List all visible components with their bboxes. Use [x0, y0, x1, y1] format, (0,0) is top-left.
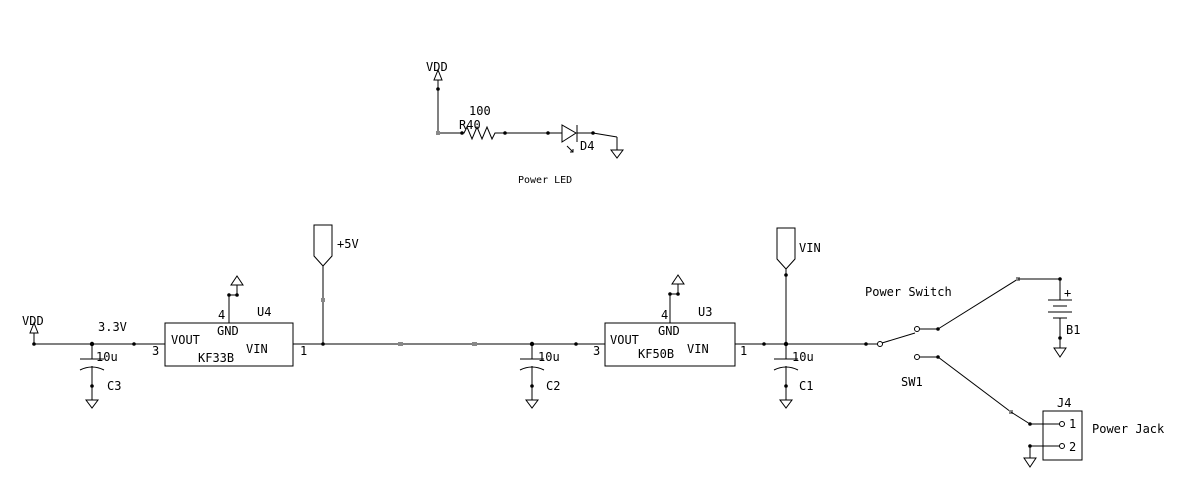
- led-d4-icon: [561, 124, 578, 153]
- vdd-arrow-icon: [433, 68, 443, 133]
- u4-part-label: KF33B: [198, 351, 234, 365]
- power-led-label: Power LED: [518, 175, 572, 186]
- u3-part-label: KF50B: [638, 347, 674, 361]
- u3-pin3-label: 3: [593, 344, 600, 358]
- capacitor-c2: [519, 341, 545, 409]
- power-jack-j4: [1023, 410, 1083, 468]
- ground-icon: [671, 274, 685, 285]
- b1-ref-label: B1: [1066, 323, 1080, 337]
- battery-b1-icon: [1048, 277, 1072, 358]
- c3-value-label: 10u: [96, 350, 118, 364]
- c1-ref-label: C1: [799, 379, 813, 393]
- r40-ref-label: R40: [459, 118, 481, 132]
- ground-icon: [230, 275, 244, 286]
- main-rail: [34, 342, 878, 346]
- resistor-r40: [460, 125, 507, 141]
- u4-pin1-label: 1: [300, 344, 307, 358]
- ground-icon: [1023, 457, 1037, 468]
- ground-icon: [610, 149, 624, 159]
- u4-vout-label: VOUT: [171, 333, 200, 347]
- u4-pin3-label: 3: [152, 344, 159, 358]
- ground-icon: [85, 399, 99, 409]
- plus5v-net-icon: [313, 224, 333, 346]
- vin-top-label: VIN: [799, 241, 821, 255]
- u3-gnd-label: GND: [658, 324, 680, 338]
- j4-pin2-label: 2: [1069, 440, 1076, 454]
- power-switch-sw1: [877, 277, 1060, 425]
- ground-icon: [525, 399, 539, 409]
- u4-ref-label: U4: [257, 305, 271, 319]
- ground-icon: [779, 399, 793, 409]
- u3-vout-label: VOUT: [610, 333, 639, 347]
- plus5v-label: +5V: [337, 237, 359, 251]
- regulator-u4: [164, 275, 294, 367]
- c2-ref-label: C2: [546, 379, 560, 393]
- d4-ref-label: D4: [580, 139, 594, 153]
- vdd-left-label: VDD: [22, 314, 44, 328]
- u3-pin1-label: 1: [740, 344, 747, 358]
- c3-ref-label: C3: [107, 379, 121, 393]
- u4-gnd-label: GND: [217, 324, 239, 338]
- v33-label: 3.3V: [98, 320, 127, 334]
- regulator-u3: [604, 274, 736, 367]
- capacitor-c1: [773, 341, 799, 409]
- ground-icon: [1053, 347, 1067, 358]
- vin-net-icon: [776, 227, 796, 344]
- u3-vin-label: VIN: [687, 342, 709, 356]
- c1-value-label: 10u: [792, 350, 814, 364]
- sw1-ref-label: SW1: [901, 375, 923, 389]
- vdd-left-arrow-icon: [29, 321, 39, 346]
- vdd-top-label: VDD: [426, 60, 448, 74]
- j4-pin1-label: 1: [1069, 417, 1076, 431]
- c2-value-label: 10u: [538, 350, 560, 364]
- u3-ref-label: U3: [698, 305, 712, 319]
- power-jack-label: Power Jack: [1092, 422, 1165, 436]
- capacitor-c3: [79, 341, 105, 409]
- power-led-circuit: VDD 100 R40 D4 Power LED: [426, 60, 624, 186]
- u4-vin-label: VIN: [246, 342, 268, 356]
- r40-value-label: 100: [469, 104, 491, 118]
- battery-plus-label: +: [1064, 286, 1071, 300]
- power-switch-label: Power Switch: [865, 285, 952, 299]
- u3-pin4-label: 4: [661, 308, 668, 322]
- u4-pin4-label: 4: [218, 308, 225, 322]
- j4-ref-label: J4: [1057, 396, 1071, 410]
